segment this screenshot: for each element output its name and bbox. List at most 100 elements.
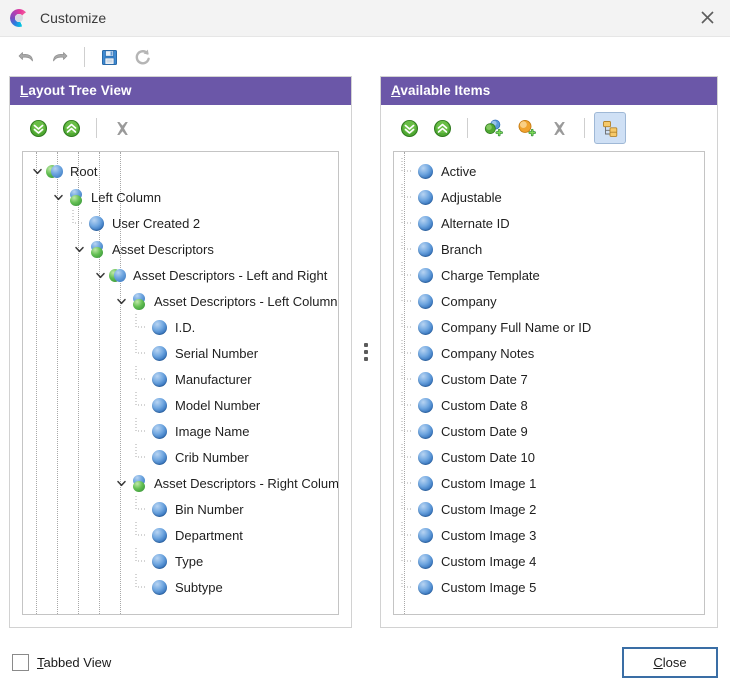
tree-node-label: Asset Descriptors <box>112 242 214 257</box>
tree-node-label: Manufacturer <box>175 372 252 387</box>
collapse-all-button[interactable] <box>55 112 87 144</box>
chevron-down-icon[interactable] <box>113 293 129 309</box>
leaf-sphere-icon <box>417 371 434 388</box>
leaf-sphere-icon <box>151 345 168 362</box>
delete-item-button[interactable] <box>543 112 575 144</box>
tree-node[interactable]: Asset Descriptors <box>23 236 338 262</box>
chevron-down-icon[interactable] <box>113 475 129 491</box>
tree-node[interactable]: Type <box>23 548 338 574</box>
tree-node[interactable]: Bin Number <box>23 496 338 522</box>
list-item[interactable]: Custom Date 8 <box>394 392 704 418</box>
redo-button[interactable] <box>44 41 76 73</box>
layout-tree-items: RootLeft ColumnUser Created 2 Asset Descr… <box>23 152 338 600</box>
list-item[interactable]: Custom Date 7 <box>394 366 704 392</box>
panels-container: Layout Tree View <box>0 76 730 638</box>
tree-elbow-icon <box>134 397 150 413</box>
list-item[interactable]: Active <box>394 158 704 184</box>
toggle-tree-view-button[interactable] <box>594 112 626 144</box>
chevron-down-icon[interactable] <box>71 241 87 257</box>
tree-node[interactable]: Asset Descriptors - Left Column <box>23 288 338 314</box>
expand-all-green-icon <box>400 119 419 138</box>
add-item-button[interactable] <box>477 112 509 144</box>
close-button-label: Close <box>653 655 686 670</box>
tree-node-label: Serial Number <box>175 346 258 361</box>
list-item[interactable]: Custom Image 1 <box>394 470 704 496</box>
tree-node[interactable]: Department <box>23 522 338 548</box>
tree-elbow-icon <box>400 371 416 387</box>
tree-node[interactable]: Serial Number <box>23 340 338 366</box>
leaf-sphere-icon <box>417 553 434 570</box>
main-toolbar <box>0 37 730 77</box>
list-item-label: Adjustable <box>441 190 502 205</box>
drag-grip-icon <box>364 343 368 361</box>
add-group-button[interactable] <box>510 112 542 144</box>
list-item[interactable]: Custom Image 3 <box>394 522 704 548</box>
leaf-sphere-icon <box>151 397 168 414</box>
tree-elbow-icon <box>134 553 150 569</box>
close-button[interactable]: Close <box>622 647 718 678</box>
list-item[interactable]: Custom Image 4 <box>394 548 704 574</box>
collapse-all-button[interactable] <box>426 112 458 144</box>
tree-node[interactable]: Root <box>23 158 338 184</box>
tree-elbow-icon <box>134 319 150 335</box>
reset-button[interactable] <box>127 41 159 73</box>
tabbed-view-checkbox[interactable]: Tabbed View <box>12 654 111 671</box>
panel-splitter[interactable] <box>352 76 380 628</box>
layout-tree-listbox[interactable]: RootLeft ColumnUser Created 2 Asset Descr… <box>22 151 339 615</box>
tree-node[interactable]: Crib Number <box>23 444 338 470</box>
tabbed-view-label: Tabbed View <box>37 655 111 670</box>
available-items-toolbar <box>381 105 717 151</box>
list-item[interactable]: Custom Date 9 <box>394 418 704 444</box>
window-title: Customize <box>40 10 106 26</box>
tree-node[interactable]: I.D. <box>23 314 338 340</box>
list-item[interactable]: Custom Image 5 <box>394 574 704 600</box>
expand-all-button[interactable] <box>393 112 425 144</box>
leaf-sphere-icon <box>417 241 434 258</box>
tree-node-label: Asset Descriptors - Left and Right <box>133 268 327 283</box>
tree-node-label: Root <box>70 164 97 179</box>
list-item[interactable]: Company Full Name or ID <box>394 314 704 340</box>
tree-node[interactable]: Model Number <box>23 392 338 418</box>
tree-node[interactable]: Asset Descriptors - Left and Right <box>23 262 338 288</box>
tree-node[interactable]: Manufacturer <box>23 366 338 392</box>
tree-elbow-icon <box>134 423 150 439</box>
available-items-list: ActiveAdjustableAlternate IDBranchCharge… <box>394 152 704 600</box>
split-horizontal-icon <box>109 267 126 284</box>
list-item[interactable]: Company <box>394 288 704 314</box>
add-orange-sphere-icon <box>516 118 537 139</box>
chevron-down-icon[interactable] <box>50 189 66 205</box>
list-item[interactable]: Charge Template <box>394 262 704 288</box>
expand-all-button[interactable] <box>22 112 54 144</box>
list-item-label: Custom Image 2 <box>441 502 536 517</box>
undo-button[interactable] <box>10 41 42 73</box>
tree-elbow-icon <box>400 501 416 517</box>
chevron-down-icon[interactable] <box>92 267 108 283</box>
available-items-listbox[interactable]: ActiveAdjustableAlternate IDBranchCharge… <box>393 151 705 615</box>
save-button[interactable] <box>93 41 125 73</box>
tree-node[interactable]: Image Name <box>23 418 338 444</box>
tree-node[interactable]: Asset Descriptors - Right Column <box>23 470 338 496</box>
list-item[interactable]: Custom Image 2 <box>394 496 704 522</box>
leaf-sphere-icon <box>88 215 105 232</box>
list-item[interactable]: Custom Date 10 <box>394 444 704 470</box>
tree-node-label: Type <box>175 554 203 569</box>
list-item[interactable]: Branch <box>394 236 704 262</box>
window-close-icon[interactable] <box>684 0 730 35</box>
leaf-sphere-icon <box>417 189 434 206</box>
tabbed-view-checkbox-box[interactable] <box>12 654 29 671</box>
layout-tree-view-header: Layout Tree View <box>10 77 351 105</box>
list-item-label: Charge Template <box>441 268 540 283</box>
tree-node[interactable]: Subtype <box>23 574 338 600</box>
delete-node-button[interactable] <box>106 112 138 144</box>
chevron-down-icon[interactable] <box>29 163 45 179</box>
list-item[interactable]: Adjustable <box>394 184 704 210</box>
list-item-label: Company Notes <box>441 346 534 361</box>
tree-node-label: I.D. <box>175 320 195 335</box>
list-item[interactable]: Alternate ID <box>394 210 704 236</box>
tree-node-label: User Created 2 <box>112 216 200 231</box>
tree-elbow-icon <box>400 475 416 491</box>
tree-elbow-icon <box>134 501 150 517</box>
tree-node[interactable]: User Created 2 <box>23 210 338 236</box>
list-item[interactable]: Company Notes <box>394 340 704 366</box>
tree-node[interactable]: Left Column <box>23 184 338 210</box>
